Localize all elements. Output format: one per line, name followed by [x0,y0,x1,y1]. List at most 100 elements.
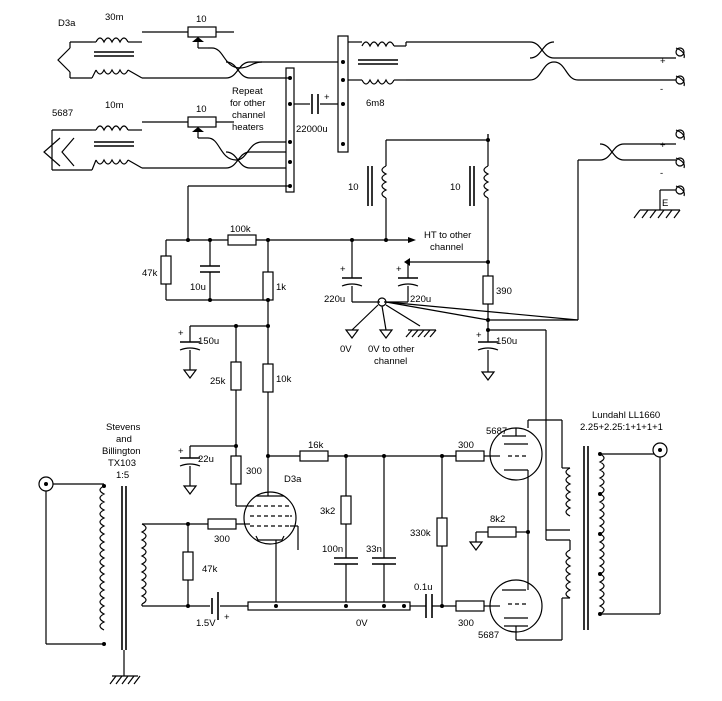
label-47k-a: 47k [142,268,158,279]
label-220u-a: 220u [324,294,345,305]
label-25k: 25k [210,376,226,387]
label-d3a-mid: D3a [284,474,302,485]
label-22000u: 22000u [296,124,328,135]
label-150u-a-plus: + [178,328,184,339]
label-22u: 22u [198,454,214,465]
label-0v-other-2: channel [374,356,407,367]
label-1k: 1k [276,282,286,293]
label-47k-b: 47k [202,564,218,575]
label-e-term: E [662,198,668,209]
label-0v-other-1: 0V to other [368,344,414,355]
resistor-390 [482,275,494,305]
heater-choke-6m8 [348,41,407,85]
label-minus-top: - [660,84,663,95]
label-plus-ht: + [660,140,666,151]
resistor-300-screen [230,455,242,485]
resistor-10k [262,363,274,393]
heater-bus-strip [285,67,295,193]
resistor-47k-top [160,255,172,285]
label-10k: 10k [276,374,292,385]
label-lundahl-1: Lundahl LL1660 [592,410,660,421]
resistor-1k [262,271,274,301]
label-16k: 16k [308,440,324,451]
label-d3a-top: D3a [58,18,76,29]
label-0-1u: 0.1u [414,582,433,593]
label-1-5v: 1.5V [196,618,216,629]
note-repeat-3: channel [232,110,265,121]
label-220u-b: 220u [410,294,431,305]
label-8k2: 8k2 [490,514,505,525]
label-150u-b: 150u [496,336,517,347]
label-300-c: 300 [458,618,474,629]
input-transformer-tx103 [99,485,147,650]
chassis-ground-mid [405,329,437,338]
label-minus-ht: - [660,168,663,179]
resistor-330k [436,517,448,547]
label-ind10-b: 10 [450,182,461,193]
resistor-300-input-grid [207,518,237,530]
5687-tube-upper [489,420,543,482]
label-ht-2: channel [430,242,463,253]
5687-heater-symbol [43,129,92,171]
ground-150u-a [182,369,198,379]
label-6m8: 6m8 [366,98,384,109]
choke-10-left [367,140,388,240]
chassis-ground-input [109,675,141,685]
choke-10-right [469,134,490,208]
label-ind10-a: 10 [348,182,359,193]
label-10u: 10u [190,282,206,293]
resistor-100k [227,234,257,246]
resistor-300-upper-grid [455,450,485,462]
label-5687-b: 5687 [478,630,499,641]
label-ht-1: HT to other [424,230,471,241]
heater-supply-strip [337,35,349,153]
label-300-a: 300 [246,466,262,477]
label-cap-plus: + [324,92,330,103]
ground-0v-other-symbol [378,329,394,339]
label-ratio: 1:5 [116,470,129,481]
label-pot10-bottom: 10 [196,104,207,115]
label-billington: Billington [102,446,141,457]
resistor-300-lower-grid [455,600,485,612]
label-100k: 100k [230,224,251,235]
label-150u-b-plus: + [476,330,482,341]
label-c220-b-plus: + [396,264,402,275]
label-330k: 330k [410,528,431,539]
label-100n: 100n [322,544,343,555]
label-plus-top: + [660,56,666,67]
resistor-3k2 [340,495,352,525]
d3a-tube [243,486,299,606]
label-3k2: 3k2 [320,506,335,517]
pot-10-bottom [187,116,217,128]
ground-8k2 [468,541,484,551]
label-22u-plus: + [178,446,184,457]
resistor-47k-input [182,551,194,581]
pot-10-top [187,26,217,38]
heater-transformer-1 [91,37,143,79]
heater-transformer-2 [91,125,143,171]
capacitor-22000u [294,94,338,114]
ground-22u [182,485,198,495]
label-0v-a: 0V [340,344,352,355]
ground-150u-b [480,371,496,381]
5687-tube-lower [489,579,562,641]
resistor-25k [230,361,242,391]
label-33n: 33n [366,544,382,555]
ground-0v-symbol [344,329,360,339]
label-390: 390 [496,286,512,297]
label-and: and [116,434,132,445]
resistor-8k2 [487,526,517,538]
label-5687-top: 5687 [52,108,73,119]
label-300-b: 300 [458,440,474,451]
note-repeat-1: Repeat [232,86,263,97]
resistor-16k [299,450,329,462]
label-tx103: TX103 [108,458,136,469]
label-lundahl-2: 2.25+2.25:1+1+1+1 [580,422,663,433]
d3a-heater-symbol [57,41,92,79]
label-300-d: 300 [214,534,230,545]
note-repeat-2: for other [230,98,265,109]
label-stevens: Stevens [106,422,141,433]
label-5687-a: 5687 [486,426,507,437]
output-transformer-ll1660 [565,446,605,630]
